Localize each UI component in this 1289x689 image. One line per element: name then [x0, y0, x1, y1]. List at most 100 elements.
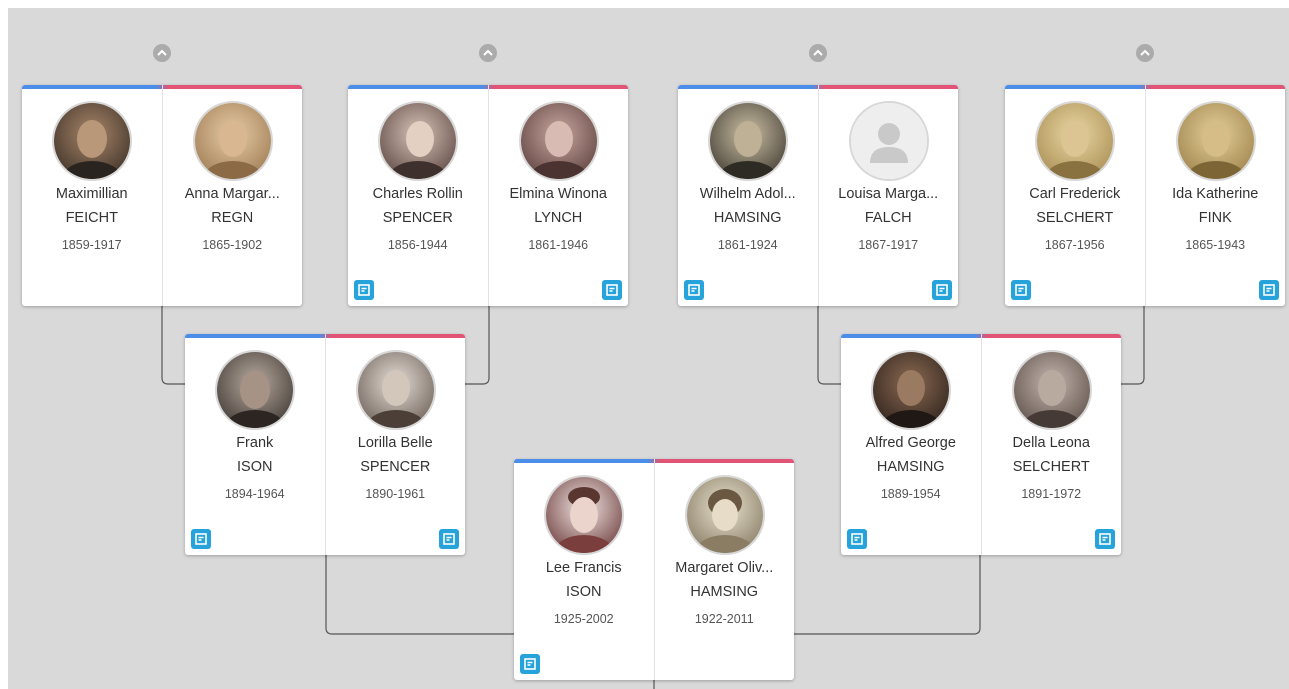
person-surname: HAMSING: [876, 459, 945, 475]
person-given-name: Louisa Marga...: [838, 186, 939, 202]
note-button[interactable]: [684, 280, 704, 300]
person-surname: FALCH: [864, 210, 912, 226]
note-button[interactable]: [1095, 529, 1115, 549]
person-card-husband[interactable]: Carl Frederick SELCHERT 1867-1956: [1005, 85, 1145, 306]
person-surname: FEICHT: [65, 210, 118, 226]
note-icon: [1099, 533, 1111, 545]
person-given-name: Maximillian: [55, 186, 128, 202]
person-card-wife[interactable]: Lorilla Belle SPENCER 1890-1961: [324, 334, 466, 555]
person-card-wife[interactable]: Louisa Marga... FALCH 1867-1917: [817, 85, 959, 306]
person-life-dates: 1856-1944: [387, 238, 448, 252]
expand-ancestors-button[interactable]: [153, 44, 171, 62]
person-surname: HAMSING: [690, 584, 759, 600]
person-given-name: Frank: [236, 435, 274, 451]
person-life-dates: 1890-1961: [365, 487, 426, 501]
person-given-name: Anna Margar...: [184, 186, 280, 202]
note-icon: [195, 533, 207, 545]
note-icon: [443, 533, 455, 545]
chevron-up-icon: [813, 49, 823, 56]
tree-connector-lines: [161, 306, 1145, 689]
person-photo: [1175, 101, 1256, 181]
person-life-dates: 1865-1902: [202, 238, 263, 252]
person-life-dates: 1922-2011: [694, 612, 754, 626]
person-surname: SPENCER: [382, 210, 453, 226]
person-surname: LYNCH: [534, 210, 583, 226]
pedigree-tree-canvas[interactable]: Maximillian FEICHT 1859-1917 Anna Margar…: [8, 8, 1289, 689]
note-icon: [851, 533, 863, 545]
person-given-name: Wilhelm Adol...: [699, 186, 796, 202]
person-photo: [518, 101, 599, 181]
expand-ancestors-button[interactable]: [809, 44, 827, 62]
person-given-name: Lee Francis: [545, 560, 622, 576]
person-photo: [355, 350, 436, 430]
note-button[interactable]: [602, 280, 622, 300]
couple-card: Carl Frederick SELCHERT 1867-1956 Ida Ka…: [1005, 85, 1285, 306]
person-life-dates: 1861-1946: [528, 238, 589, 252]
person-photo: [1011, 350, 1092, 430]
person-surname: FINK: [1198, 210, 1232, 226]
note-icon: [1263, 284, 1275, 296]
person-card-wife[interactable]: Elmina Winona LYNCH 1861-1946: [487, 85, 629, 306]
note-button[interactable]: [932, 280, 952, 300]
person-life-dates: 1867-1956: [1044, 238, 1105, 252]
person-card-wife[interactable]: Ida Katherine FINK 1865-1943: [1144, 85, 1286, 306]
note-button[interactable]: [1259, 280, 1279, 300]
note-button[interactable]: [1011, 280, 1031, 300]
expand-ancestors-button[interactable]: [1136, 44, 1154, 62]
note-button[interactable]: [439, 529, 459, 549]
note-button[interactable]: [520, 654, 540, 674]
person-given-name: Ida Katherine: [1172, 186, 1259, 202]
person-photo: [871, 350, 951, 430]
person-photo: [215, 350, 295, 430]
person-surname: SPENCER: [360, 459, 431, 475]
person-card-wife[interactable]: Anna Margar... REGN 1865-1902: [161, 85, 303, 306]
person-photo: [378, 101, 458, 181]
person-card-husband[interactable]: Wilhelm Adol... HAMSING 1861-1924: [678, 85, 818, 306]
note-icon: [524, 658, 536, 670]
note-icon: [936, 284, 948, 296]
expand-ancestors-button[interactable]: [479, 44, 497, 62]
person-photo: [52, 101, 132, 181]
person-given-name: Carl Frederick: [1029, 186, 1121, 202]
note-button[interactable]: [847, 529, 867, 549]
couple-card: Frank ISON 1894-1964 Lorilla Belle SPENC…: [185, 334, 465, 555]
person-life-dates: 1925-2002: [553, 612, 614, 626]
person-given-name: Charles Rollin: [372, 186, 463, 202]
couple-card: Maximillian FEICHT 1859-1917 Anna Margar…: [22, 85, 302, 306]
person-given-name: Della Leona: [1012, 435, 1090, 451]
couple-card: Charles Rollin SPENCER 1856-1944 Elmina …: [348, 85, 628, 306]
chevron-up-icon: [157, 49, 167, 56]
note-button[interactable]: [191, 529, 211, 549]
person-surname: REGN: [211, 210, 254, 226]
person-card-husband[interactable]: Maximillian FEICHT 1859-1917: [22, 85, 162, 306]
person-photo: [708, 101, 788, 181]
person-life-dates: 1859-1917: [61, 238, 122, 252]
chevron-up-icon: [1140, 49, 1150, 56]
person-given-name: Lorilla Belle: [357, 435, 433, 451]
person-photo: [192, 101, 273, 181]
person-card-wife[interactable]: Margaret Oliv... HAMSING 1922-2011: [653, 459, 795, 680]
note-icon: [1015, 284, 1027, 296]
person-life-dates: 1861-1924: [717, 238, 778, 252]
person-surname: SELCHERT: [1012, 459, 1090, 475]
person-surname: HAMSING: [713, 210, 782, 226]
person-given-name: Alfred George: [865, 435, 956, 451]
person-card-husband[interactable]: Alfred George HAMSING 1889-1954: [841, 334, 981, 555]
person-photo: [1035, 101, 1115, 181]
person-life-dates: 1894-1964: [224, 487, 285, 501]
silhouette-icon: [850, 103, 927, 179]
person-given-name: Margaret Oliv...: [675, 560, 774, 576]
person-life-dates: 1889-1954: [880, 487, 941, 501]
couple-card: Wilhelm Adol... HAMSING 1861-1924 Louisa…: [678, 85, 958, 306]
person-photo: [848, 101, 929, 181]
note-button[interactable]: [354, 280, 374, 300]
person-card-husband[interactable]: Frank ISON 1894-1964: [185, 334, 325, 555]
person-card-husband[interactable]: Lee Francis ISON 1925-2002: [514, 459, 654, 680]
person-card-wife[interactable]: Della Leona SELCHERT 1891-1972: [980, 334, 1122, 555]
person-life-dates: 1867-1917: [858, 238, 919, 252]
note-icon: [358, 284, 370, 296]
person-card-husband[interactable]: Charles Rollin SPENCER 1856-1944: [348, 85, 488, 306]
person-surname: ISON: [566, 584, 602, 600]
note-icon: [688, 284, 700, 296]
note-icon: [606, 284, 618, 296]
